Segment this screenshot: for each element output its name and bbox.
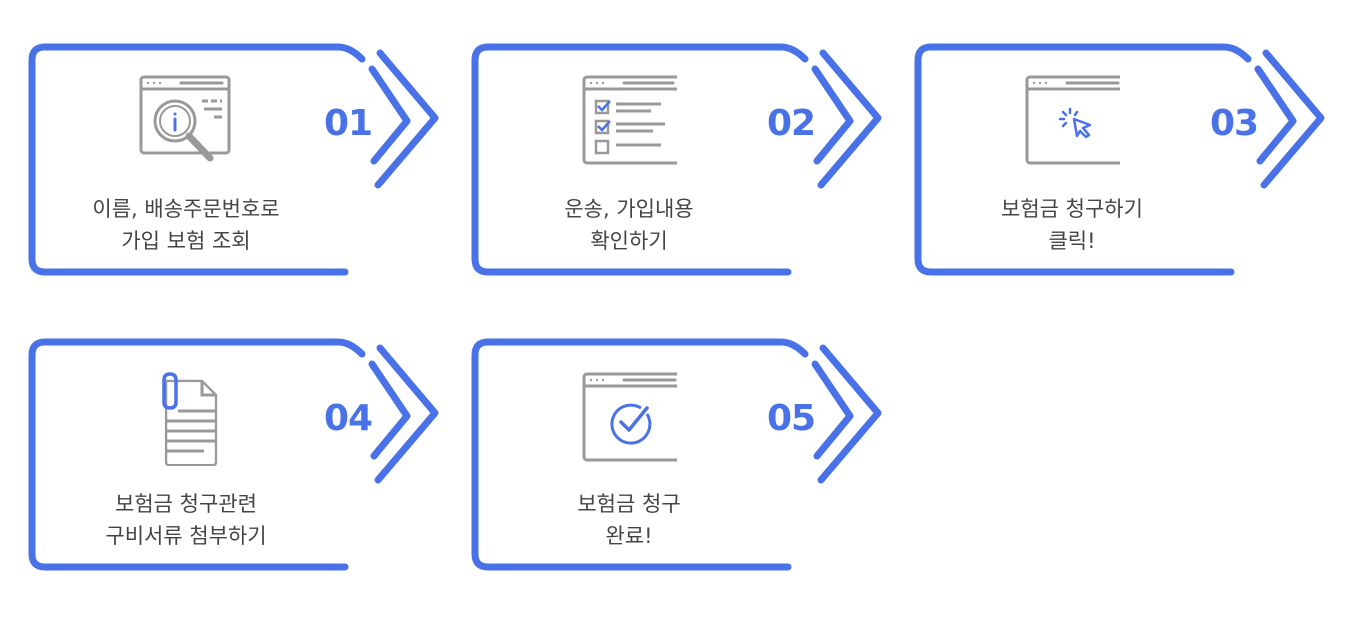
step-card-02: 02 운송, 가입내용 확인하기 [473, 45, 893, 285]
step-description-line: 보험금 청구관련 [115, 492, 257, 516]
step-number: 05 [766, 398, 816, 439]
step-description: 보험금 청구하기 클릭! [936, 193, 1208, 257]
step-description-line: 보험금 청구 [577, 492, 681, 516]
browser-click-cursor-icon [1025, 75, 1120, 165]
step-description-line: 구비서류 첨부하기 [105, 524, 267, 548]
step-card-03: 03 보험금 청구하기 클릭! [916, 45, 1336, 285]
step-description: 이름, 배송주문번호로 가입 보험 조회 [50, 193, 322, 257]
step-number: 04 [323, 398, 373, 439]
browser-check-circle-icon [582, 372, 677, 462]
step-description: 보험금 청구 완료! [493, 488, 765, 552]
step-card-01: 01 이름, 배송주문번호로 가입 보험 조회 [30, 45, 450, 285]
step-description-line: 이름, 배송주문번호로 [92, 197, 280, 221]
step-description: 운송, 가입내용 확인하기 [493, 193, 765, 257]
browser-search-info-icon [139, 75, 231, 162]
step-card-05: 05 보험금 청구 완료! [473, 340, 893, 580]
step-description-line: 확인하기 [590, 229, 668, 253]
step-card-04: 04 보험금 청구관련 구비서류 첨부하기 [30, 340, 450, 580]
step-description-line: 클릭! [1048, 229, 1096, 253]
step-description: 보험금 청구관련 구비서류 첨부하기 [50, 488, 322, 552]
step-description-line: 가입 보험 조회 [121, 229, 251, 253]
step-number: 01 [323, 103, 373, 144]
step-number: 02 [766, 103, 816, 144]
step-description-line: 완료! [605, 524, 653, 548]
browser-checklist-icon [582, 75, 677, 165]
step-description-line: 운송, 가입내용 [564, 197, 694, 221]
step-number: 03 [1209, 103, 1259, 144]
step-description-line: 보험금 청구하기 [1001, 197, 1143, 221]
document-paperclip-icon [162, 372, 218, 466]
